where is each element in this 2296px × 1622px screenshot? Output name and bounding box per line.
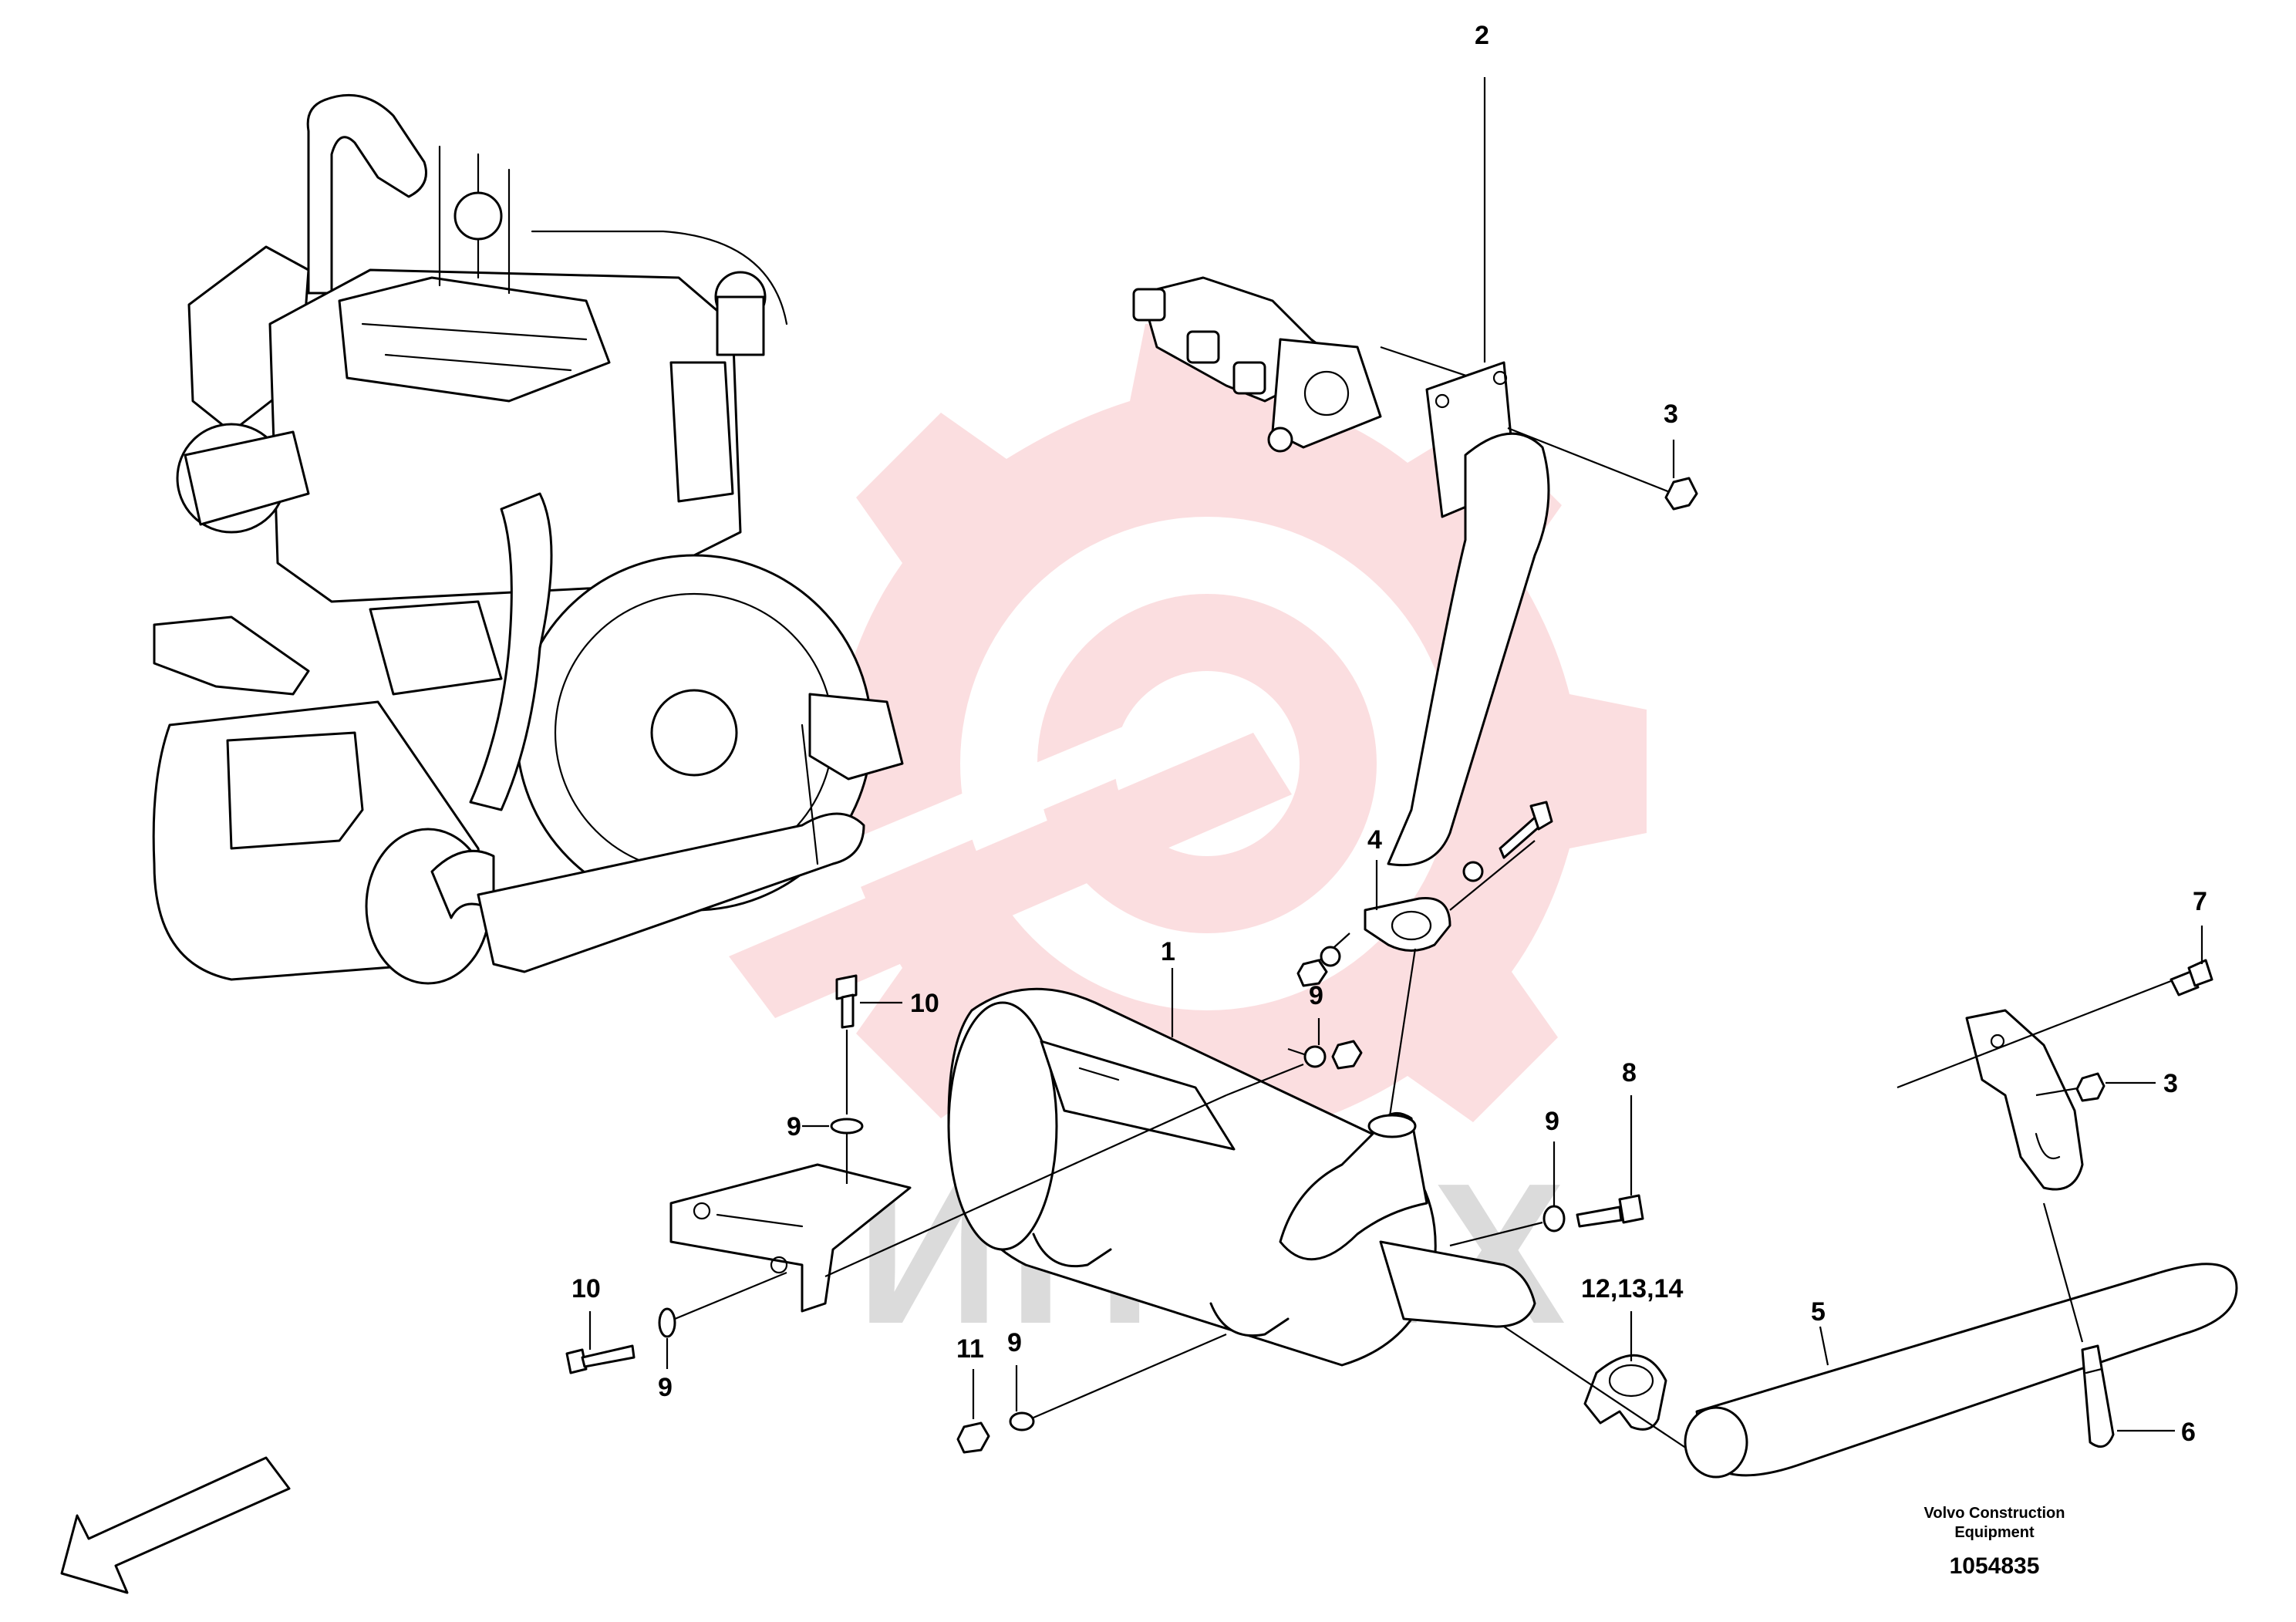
leader-line: [1503, 1326, 1690, 1451]
rubber-hanger-part-6: [2081, 1344, 2115, 1448]
callout-3-right: 3: [2163, 1069, 2178, 1098]
bolt-part-8: [1576, 1194, 1644, 1228]
clamp-part-12-13-14: [1583, 1354, 1667, 1431]
leader-line: [2042, 1202, 2084, 1343]
leader-line: [1507, 427, 1674, 495]
manufacturer-line-2: Equipment: [1954, 1524, 2035, 1541]
callout-9-lower: 9: [658, 1373, 673, 1402]
nut-part-3-right: [2075, 1072, 2106, 1102]
callout-12-13-14: 12,13,14: [1581, 1274, 1683, 1303]
leader-line: [2035, 1086, 2083, 1097]
tail-pipe-part-5: [1684, 1263, 2238, 1479]
manufacturer-line-1: Volvo Construction: [1924, 1505, 2065, 1522]
front-direction-arrow-icon: [60, 1456, 291, 1594]
callout-10-bottom: 10: [571, 1274, 601, 1303]
leader-line: [1449, 1221, 1543, 1247]
bolt-part-10-top: [835, 974, 858, 1029]
bolt-part-7: [2170, 959, 2213, 996]
leader-line: [1896, 978, 2176, 1089]
callout-4: 4: [1367, 825, 1382, 855]
leader-line: [674, 1271, 787, 1320]
clamp-washer: [1320, 946, 1341, 967]
leader-line: [1033, 1333, 1227, 1419]
callout-3-top: 3: [1664, 400, 1678, 429]
hanger-bracket: [1965, 1009, 2084, 1191]
mounting-bracket: [669, 1163, 912, 1313]
leader-line: [1226, 1063, 1304, 1097]
callout-1: 1: [1161, 937, 1175, 966]
engine-assembly: [152, 93, 904, 985]
clamp-nut: [1296, 959, 1328, 987]
leader-line: [1387, 948, 1417, 1127]
nut-part-11: [956, 1421, 990, 1454]
front-exhaust-pipe: [1387, 432, 1550, 867]
callout-6: 6: [2181, 1418, 2196, 1447]
callout-7: 7: [2193, 887, 2207, 916]
washer-part-9-lower: [658, 1307, 676, 1338]
callout-5: 5: [1811, 1297, 1826, 1327]
washer-part-9-bracket: [830, 1118, 864, 1135]
clamp-bolt: [1499, 801, 1553, 859]
washer-part-9-bottom: [1009, 1411, 1035, 1431]
drawing-number: 1054835: [1950, 1553, 2040, 1579]
watermark-logo: [729, 324, 1647, 1203]
nut-part-3: [1664, 477, 1698, 511]
clamp-part-4: [1364, 896, 1451, 952]
callout-9-right: 9: [1545, 1107, 1559, 1136]
callout-2: 2: [1475, 21, 1489, 50]
callout-10-top: 10: [910, 989, 939, 1018]
leader-line: [1449, 840, 1536, 911]
exhaust-manifold: [1132, 276, 1382, 453]
leader-line: [824, 1094, 1227, 1278]
callout-leader: [1819, 1326, 1829, 1366]
callout-8: 8: [1622, 1058, 1637, 1088]
nut-part-9-top: [1331, 1040, 1363, 1070]
clamp-washer: [1462, 861, 1484, 882]
callout-11: 11: [956, 1334, 984, 1364]
washer-part-9-right: [1542, 1205, 1566, 1233]
callout-9-bottom: 9: [1007, 1328, 1022, 1357]
callout-9-top: 9: [1309, 981, 1323, 1010]
bolt-part-10-bottom: [565, 1344, 636, 1374]
muffler-part-1: [947, 987, 1536, 1367]
washer-part-9: [1303, 1045, 1327, 1068]
callout-9-bracket: 9: [787, 1112, 801, 1141]
